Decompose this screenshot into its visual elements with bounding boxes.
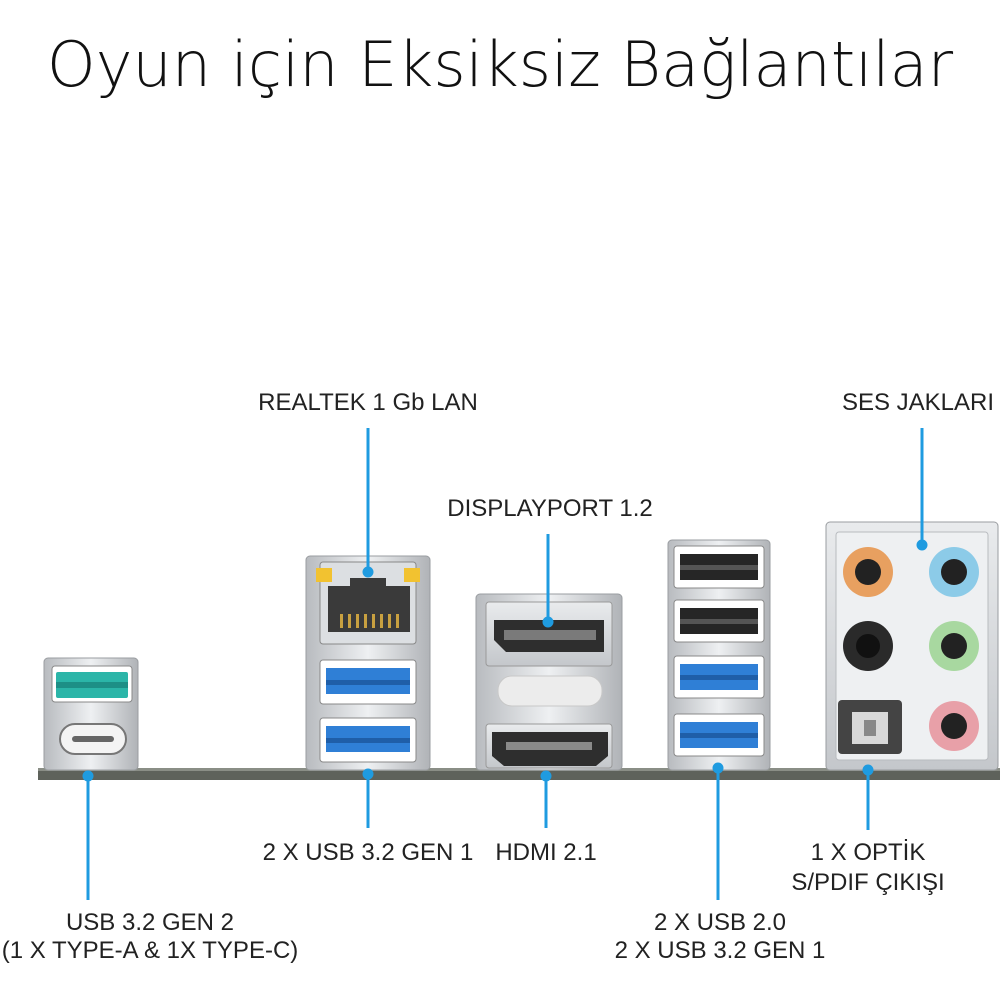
audio-jack-orange: [843, 547, 893, 597]
label-optical-line2: S/PDIF ÇIKIŞI: [791, 869, 945, 896]
audio-jack-green: [929, 621, 979, 671]
usb-quad-stack: [667, 539, 771, 771]
optical-spdif-port: [838, 700, 902, 754]
audio-stack: [825, 521, 999, 771]
video-stack: [475, 593, 623, 771]
label-usb-gen1: 2 X USB 3.2 GEN 1: [262, 839, 474, 866]
page-title: Oyun için Eksiksiz Bağlantılar: [46, 28, 954, 101]
label-usb-mixed-line2: 2 X USB 3.2 GEN 1: [614, 937, 826, 964]
label-lan: REALTEK 1 Gb LAN: [258, 389, 478, 416]
lan-usb-stack: [305, 555, 431, 771]
usb-gen2-stack: [43, 657, 139, 771]
label-optical-line1: 1 X OPTİK: [810, 839, 926, 866]
audio-jack-pink: [929, 701, 979, 751]
label-audio-jacks: SES JAKLARI: [841, 389, 995, 416]
label-usb-mixed-line1: 2 X USB 2.0: [653, 909, 787, 936]
audio-jack-black: [843, 621, 893, 671]
audio-jack-blue: [929, 547, 979, 597]
label-usb-gen2-line2: (1 X TYPE-A & 1X TYPE-C): [1, 937, 299, 964]
label-displayport: DISPLAYPORT 1.2: [447, 495, 653, 522]
label-usb-gen2-line1: USB 3.2 GEN 2: [65, 909, 235, 936]
label-hdmi: HDMI 2.1: [495, 839, 597, 866]
